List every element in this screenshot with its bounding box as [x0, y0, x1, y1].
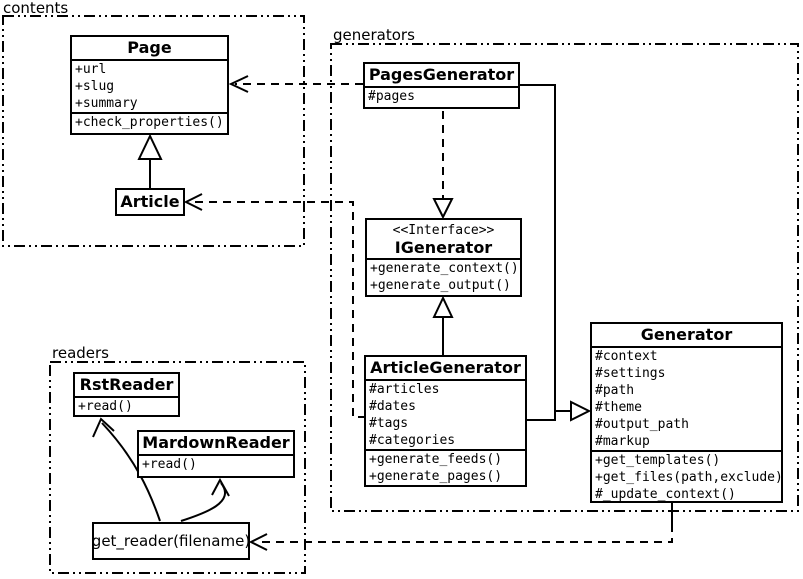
- method: +generate_output(): [370, 278, 511, 293]
- class-article-name: Article: [120, 192, 180, 211]
- arrowhead-triangle-igenerator-top: [432, 198, 454, 220]
- attribute: #path: [595, 383, 635, 398]
- package-readers-label: readers: [52, 344, 109, 362]
- function-get-reader: get_reader(filename): [92, 522, 250, 560]
- attribute: +summary: [75, 96, 138, 111]
- class-page-methods: +check_properties(): [72, 112, 227, 133]
- class-generator-name: Generator: [640, 325, 733, 344]
- arrowhead-open-getreader: [248, 533, 268, 551]
- edge-pagesgenerator-extends-generator: [518, 84, 571, 412]
- package-contents-border: [2, 15, 305, 247]
- method: +get_files(path,exclude): [595, 470, 783, 485]
- edge-generator-uses-getreader: [258, 524, 673, 543]
- class-articlegenerator: ArticleGenerator #articles #dates #tags …: [364, 355, 527, 487]
- class-rstreader-name: RstReader: [79, 375, 174, 394]
- attribute: #tags: [369, 416, 409, 431]
- attribute: #markup: [595, 434, 650, 449]
- attribute: #context: [595, 349, 658, 364]
- edge-articlegenerator-uses-article: [190, 201, 366, 418]
- class-articlegenerator-name: ArticleGenerator: [370, 358, 521, 377]
- attribute: #settings: [595, 366, 666, 381]
- class-rstreader: RstReader +read(): [73, 372, 180, 417]
- arrowhead-open-page: [228, 75, 249, 93]
- edge-getreader-to-mardownreader: [180, 482, 226, 522]
- class-pagesgenerator: PagesGenerator #pages: [363, 62, 520, 109]
- method: +check_properties(): [75, 115, 224, 130]
- method: +read(): [78, 399, 133, 414]
- class-page-name: Page: [127, 38, 172, 57]
- arrowhead-open-mardownreader: [211, 477, 230, 497]
- attribute: +url: [75, 62, 107, 77]
- method: +read(): [142, 457, 197, 472]
- class-igenerator-name: IGenerator: [394, 238, 493, 257]
- class-pagesgenerator-attributes: #pages: [365, 86, 518, 107]
- method: +generate_context(): [370, 261, 519, 276]
- class-mardownreader: MardownReader +read(): [137, 430, 295, 478]
- class-generator: Generator #context #settings #path #them…: [590, 322, 783, 503]
- class-mardownreader-name: MardownReader: [142, 433, 290, 452]
- package-contents-label: contents: [3, 0, 69, 17]
- arrowhead-open-rstreader: [92, 417, 115, 438]
- class-igenerator-methods: +generate_context() +generate_output(): [367, 258, 520, 295]
- class-mardownreader-methods: +read(): [139, 454, 293, 476]
- arrowhead-open-article: [183, 193, 203, 211]
- package-readers-border: [49, 361, 306, 574]
- arrowhead-triangle-generator: [570, 400, 592, 422]
- method: +generate_pages(): [369, 469, 503, 484]
- attribute: #theme: [595, 400, 642, 415]
- attribute: #categories: [369, 433, 456, 448]
- class-article: Article: [115, 188, 185, 216]
- class-pagesgenerator-name: PagesGenerator: [368, 65, 515, 84]
- attribute: #output_path: [595, 417, 689, 432]
- class-igenerator-header: <<Interface>> IGenerator: [367, 220, 520, 258]
- class-articlegenerator-attributes: #articles #dates #tags #categories: [366, 379, 525, 449]
- edge-articlegenerator-extends-generator: [525, 411, 556, 421]
- arrowhead-triangle-page: [137, 133, 163, 160]
- attribute: #pages: [368, 89, 415, 104]
- package-generators-border: [330, 43, 799, 512]
- method: #_update_context(): [595, 487, 736, 502]
- class-igenerator: <<Interface>> IGenerator +generate_conte…: [365, 218, 522, 297]
- function-get-reader-label: get_reader(filename): [91, 532, 251, 550]
- class-rstreader-methods: +read(): [75, 396, 178, 415]
- attribute: #articles: [369, 382, 440, 397]
- attribute: +slug: [75, 79, 115, 94]
- class-articlegenerator-methods: +generate_feeds() +generate_pages(): [366, 449, 525, 485]
- class-page-attributes: +url +slug +summary: [72, 59, 227, 112]
- class-generator-attributes: #context #settings #path #theme #output_…: [592, 346, 781, 450]
- class-generator-methods: +get_templates() +get_files(path,exclude…: [592, 450, 783, 503]
- class-igenerator-stereotype: <<Interface>>: [392, 223, 495, 238]
- arrowhead-triangle-igenerator-bottom: [432, 295, 454, 318]
- method: +generate_feeds(): [369, 452, 503, 467]
- package-generators-label: generators: [333, 26, 415, 44]
- method: +get_templates(): [595, 453, 721, 468]
- class-page: Page +url +slug +summary +check_properti…: [70, 35, 229, 135]
- attribute: #dates: [369, 399, 416, 414]
